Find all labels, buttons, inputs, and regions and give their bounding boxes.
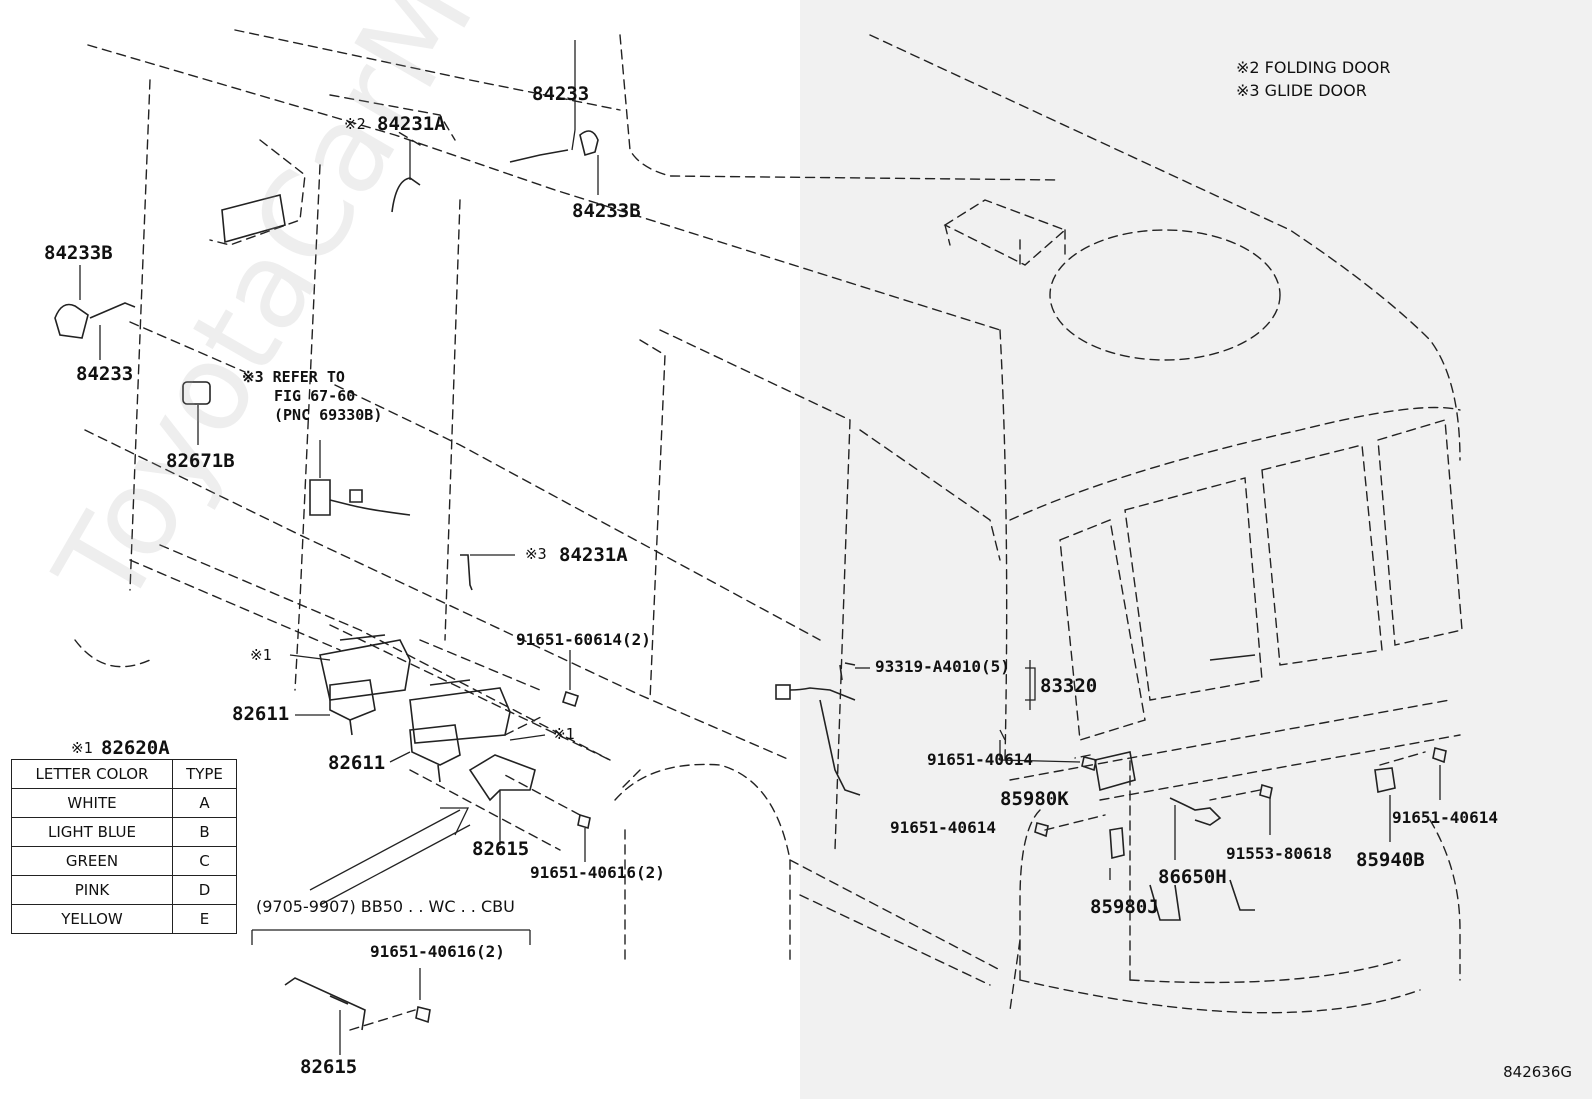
note-mark-3: ※3: [525, 545, 547, 563]
part-label-83320: 83320: [1040, 675, 1098, 697]
table-cell-color: YELLOW: [11, 904, 173, 934]
part-label-82611-a: 82611: [232, 703, 290, 725]
note-mark-1-a: ※1: [250, 646, 272, 664]
note-mark-1-table: ※1: [71, 739, 93, 757]
refer-note-line2: FIG 67-60: [274, 387, 356, 405]
legend-note-folding-door: ※2 FOLDING DOOR: [1236, 58, 1391, 77]
table-row: GREEN C: [11, 846, 237, 876]
part-label-84233b-left: 84233B: [44, 242, 113, 264]
letter-color-table: LETTER COLOR TYPE WHITE A LIGHT BLUE B G…: [11, 759, 237, 934]
table-row: WHITE A: [11, 788, 237, 818]
part-label-91651-40616-a: 91651-40616(2): [530, 863, 665, 882]
part-label-85940b: 85940B: [1356, 849, 1425, 871]
part-label-93319-a4010: 93319-A4010(5): [875, 657, 1010, 676]
part-label-85980k: 85980K: [1000, 788, 1069, 810]
figure-code: 842636G: [1503, 1063, 1572, 1081]
refer-note-line3: (PNC 69330B): [274, 406, 383, 424]
part-label-82611-b: 82611: [328, 752, 386, 774]
table-header-letter-color: LETTER COLOR: [11, 759, 173, 789]
table-row: PINK D: [11, 875, 237, 905]
note-mark-2: ※2: [344, 115, 366, 133]
table-cell-color: WHITE: [11, 788, 173, 818]
part-label-84233-top: 84233: [532, 83, 590, 105]
part-label-84231a-top: 84231A: [377, 113, 446, 135]
table-cell-type: C: [172, 846, 237, 876]
note-mark-1-b: ※1: [553, 725, 575, 743]
table-header-row: LETTER COLOR TYPE: [11, 759, 237, 789]
table-cell-type: B: [172, 817, 237, 847]
table-row: LIGHT BLUE B: [11, 817, 237, 847]
part-label-84231a-mid: 84231A: [559, 544, 628, 566]
table-cell-color: GREEN: [11, 846, 173, 876]
part-label-91651-40614-c: 91651-40614: [1392, 808, 1498, 827]
table-cell-color: LIGHT BLUE: [11, 817, 173, 847]
part-label-85980j: 85980J: [1090, 896, 1159, 918]
table-cell-color: PINK: [11, 875, 173, 905]
part-label-84233-left: 84233: [76, 363, 134, 385]
refer-note: ※3 REFER TO FIG 67-60 (PNC 69330B): [242, 368, 382, 425]
part-label-82615-b: 82615: [300, 1056, 358, 1078]
part-label-84233b-top: 84233B: [572, 200, 641, 222]
table-row: YELLOW E: [11, 904, 237, 934]
table-cell-type: A: [172, 788, 237, 818]
part-label-91651-40614-b: 91651-40614: [890, 818, 996, 837]
part-label-82615-a: 82615: [472, 838, 530, 860]
part-label-86650h: 86650H: [1158, 866, 1227, 888]
part-label-91553-80618: 91553-80618: [1226, 844, 1332, 863]
part-label-91651-40616-b: 91651-40616(2): [370, 942, 505, 961]
part-label-82671b: 82671B: [166, 450, 235, 472]
table-cell-type: E: [172, 904, 237, 934]
variant-range-label: (9705-9907) BB50 . . WC . . CBU: [256, 897, 515, 916]
part-label-82620a: 82620A: [101, 737, 170, 759]
refer-note-line1: ※3 REFER TO: [242, 368, 345, 386]
part-label-91651-60614: 91651-60614(2): [516, 630, 651, 649]
table-header-type: TYPE: [172, 759, 237, 789]
part-label-91651-40614-a: 91651-40614: [927, 750, 1033, 769]
table-cell-type: D: [172, 875, 237, 905]
legend-note-glide-door: ※3 GLIDE DOOR: [1236, 81, 1367, 100]
